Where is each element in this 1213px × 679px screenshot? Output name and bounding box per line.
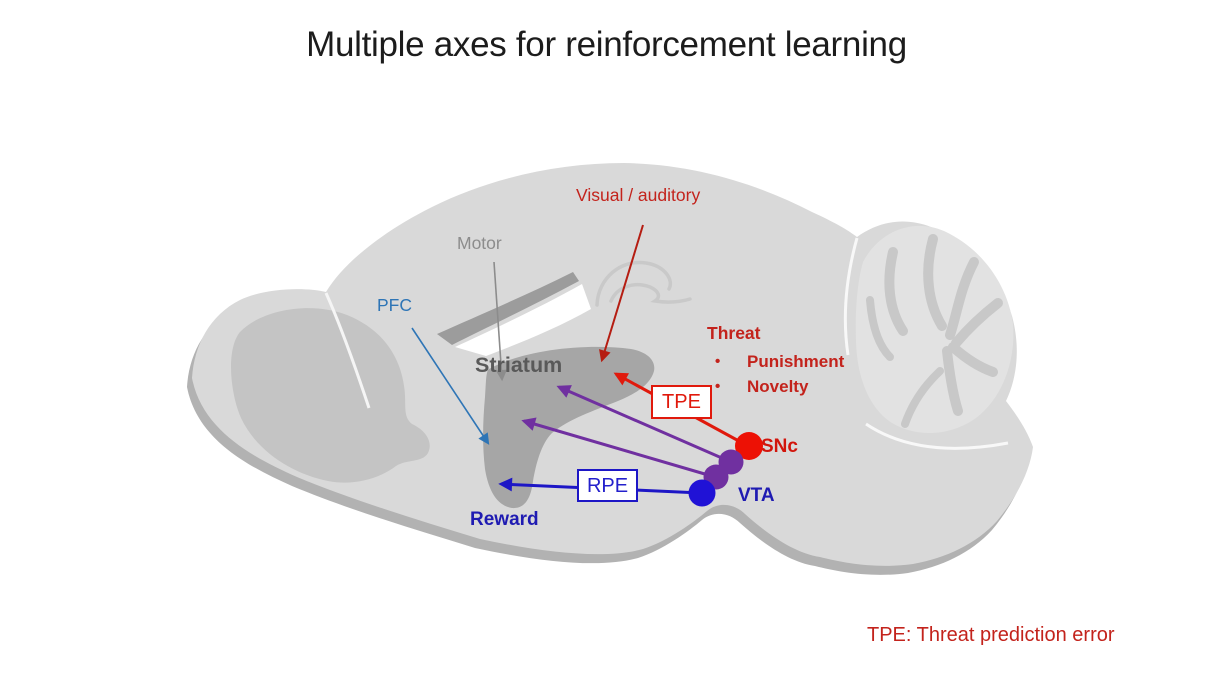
- label-pfc: PFC: [377, 295, 412, 315]
- cortex-cerebellum-seam: [843, 237, 859, 356]
- bullet-icon: •: [715, 378, 721, 395]
- nuclei-dots: [688, 432, 763, 507]
- label-striatum: Striatum: [475, 353, 563, 377]
- label-motor: Motor: [457, 233, 502, 253]
- cortex-bulb-seam: [324, 292, 371, 409]
- bullet-label: Novelty: [747, 377, 809, 396]
- purple-arrow-upper: [556, 385, 732, 464]
- snc-dot: [735, 432, 763, 460]
- pfc-arrow: [411, 327, 490, 445]
- cerebellum-folia: [866, 234, 1003, 428]
- hippocampus-outline: [595, 260, 692, 307]
- label-reward: Reward: [470, 509, 539, 530]
- motor-arrow: [493, 261, 507, 382]
- threat-bullet-novelty: • Novelty: [707, 377, 808, 397]
- label-threat: Threat: [707, 323, 761, 343]
- threat-list: Threat • Punishment • Novelty: [707, 323, 844, 396]
- cerebellum-brainstem-seam: [865, 422, 1009, 450]
- visual-auditory-arrow: [599, 224, 644, 363]
- cerebellum-base: [855, 225, 1014, 434]
- threat-bullet-punishment: • Punishment: [707, 352, 844, 372]
- slide-title: Multiple axes for reinforcement learning: [306, 25, 907, 64]
- bullet-label: Punishment: [747, 352, 845, 371]
- olfactory-bulb-inner: [231, 308, 430, 483]
- tpe-box: TPE: [651, 385, 712, 419]
- striatum-region: [483, 346, 655, 509]
- label-vta: VTA: [738, 485, 775, 506]
- caption-tpe-definition: TPE: Threat prediction error: [867, 624, 1115, 646]
- corpus-callosum: [437, 272, 579, 345]
- label-visual-auditory: Visual / auditory: [576, 185, 701, 205]
- callosum-white-wedge: [455, 284, 591, 356]
- rpe-box: RPE: [577, 469, 638, 502]
- vta-dot: [688, 479, 716, 507]
- brain-silhouette: [187, 163, 1033, 575]
- label-snc: SNc: [761, 436, 798, 457]
- bullet-icon: •: [715, 353, 721, 370]
- purple-arrow-lower: [521, 417, 716, 479]
